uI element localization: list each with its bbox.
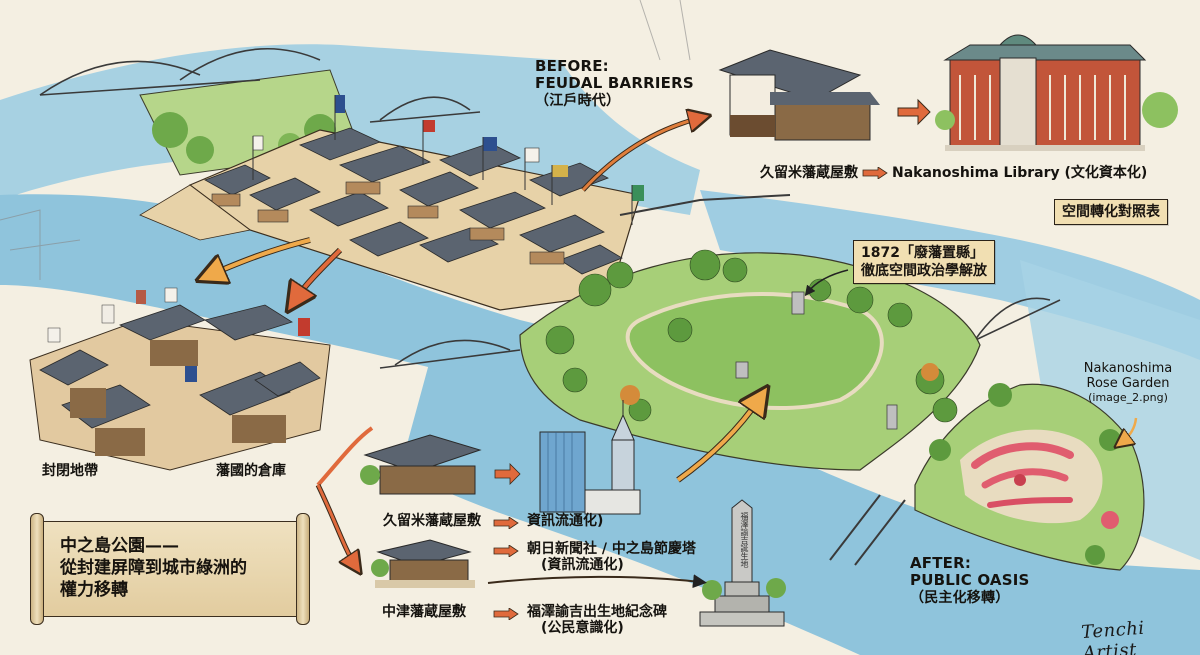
feudal-banners <box>252 95 644 225</box>
after-heading-era: （民主化移轉） <box>910 589 1010 606</box>
feudal-warehouse-district <box>139 95 644 311</box>
library-label: Nakanoshima Library (文化資本化) <box>892 165 1148 181</box>
nakanoshima-park <box>519 249 981 471</box>
rose-garden-line1: Nakanoshima <box>1083 361 1173 376</box>
after-heading-line2: PUBLIC OASIS <box>910 571 1030 590</box>
arrow-warehouse-to-library <box>897 98 931 126</box>
rose-garden-line2: Rose Garden <box>1086 375 1170 391</box>
page-title: 中之島公園—— 從封建屏障到城市綠洲的 權力移轉 <box>60 535 300 601</box>
page-title-line2: 從封建屏障到城市綠洲的 <box>60 558 247 579</box>
asahi-festival-tower-label: 朝日新聞社 / 中之島節慶塔 (資訊流通化) <box>527 541 696 573</box>
page-title-line1: 中之島公園—— <box>60 536 179 556</box>
fukuzawa-monument-sub: (公民意識化) <box>541 620 624 637</box>
closed-compound <box>29 287 331 471</box>
library-transformation-row: 久留米藩蔵屋敷 Nakanoshima Library (文化資本化) <box>760 165 1147 181</box>
rose-garden-ref: (image_2.png) <box>1088 390 1168 404</box>
scroll-rod-right <box>296 513 310 625</box>
fukuzawa-monument-label: 福澤諭吉出生地紀念碑 (公民意識化) <box>527 604 667 636</box>
closed-zone-label: 封閉地帶 <box>42 463 98 479</box>
callout-1872-abolition: 1872「廢藩置縣」 徹底空間政治學解放 <box>853 240 995 285</box>
asahi-festival-tower-name: 朝日新聞社 / 中之島節慶塔 <box>527 541 696 557</box>
nakanoshima-library-illustration <box>935 34 1178 151</box>
title-scroll: 中之島公園—— 從封建屏障到城市綠洲的 權力移轉 <box>28 513 312 625</box>
callout-1872-line1: 1872「廢藩置縣」 <box>861 245 984 261</box>
arrow-right-icon <box>493 608 519 620</box>
arrow-right-icon <box>493 545 519 557</box>
after-heading: AFTER: PUBLIC OASIS （民主化移轉） <box>910 554 1030 606</box>
artist-signature: Tenchi Artist <box>1080 617 1146 655</box>
comparison-table-tag: 空間轉化對照表 <box>1054 199 1168 226</box>
arrow-right-icon <box>862 167 888 180</box>
rose-garden-label: Nakanoshima Rose Garden (image_2.png) <box>1068 361 1188 405</box>
domain-warehouse-label: 藩國的倉庫 <box>216 463 286 479</box>
flow-arrows <box>210 118 1138 589</box>
asahi-festival-tower-sub: (資訊流通化) <box>541 557 624 574</box>
before-heading-era: （江戶時代） <box>535 92 621 109</box>
kurume-kura-label: 久留米藩蔵屋敷 <box>760 165 858 181</box>
before-heading-line1: BEFORE: <box>535 57 609 75</box>
asahi-festival-tower-illustration <box>539 400 641 515</box>
after-heading-line1: AFTER: <box>910 554 972 572</box>
kurume-kura-bottom-label: 久留米藩蔵屋敷 <box>383 513 481 529</box>
city-outline <box>0 0 691 280</box>
kurume-kura-illustration <box>360 434 521 495</box>
before-heading: BEFORE: FEUDAL BARRIERS （江戶時代） <box>535 57 694 109</box>
fukuzawa-monument-illustration <box>699 499 786 627</box>
monument-inscription: 福澤諭吉誕生地 <box>740 512 749 568</box>
callout-1872-line2: 徹底空間政治學解放 <box>861 263 987 280</box>
fukuzawa-monument-name: 福澤諭吉出生地紀念碑 <box>527 604 667 620</box>
nakatsu-kura-label: 中津藩蔵屋敷 <box>382 604 466 620</box>
arrow-right-icon <box>493 517 519 529</box>
nakatsu-kura-illustration <box>371 539 475 588</box>
scroll-rod-left <box>30 513 44 625</box>
info-circulation-label: 資訊流通化) <box>527 513 604 529</box>
kura-warehouse-illustration <box>718 49 880 141</box>
page-title-line3: 權力移轉 <box>60 580 128 601</box>
before-heading-line2: FEUDAL BARRIERS <box>535 74 694 93</box>
rose-garden-island <box>914 383 1145 571</box>
bridges <box>39 47 1061 566</box>
